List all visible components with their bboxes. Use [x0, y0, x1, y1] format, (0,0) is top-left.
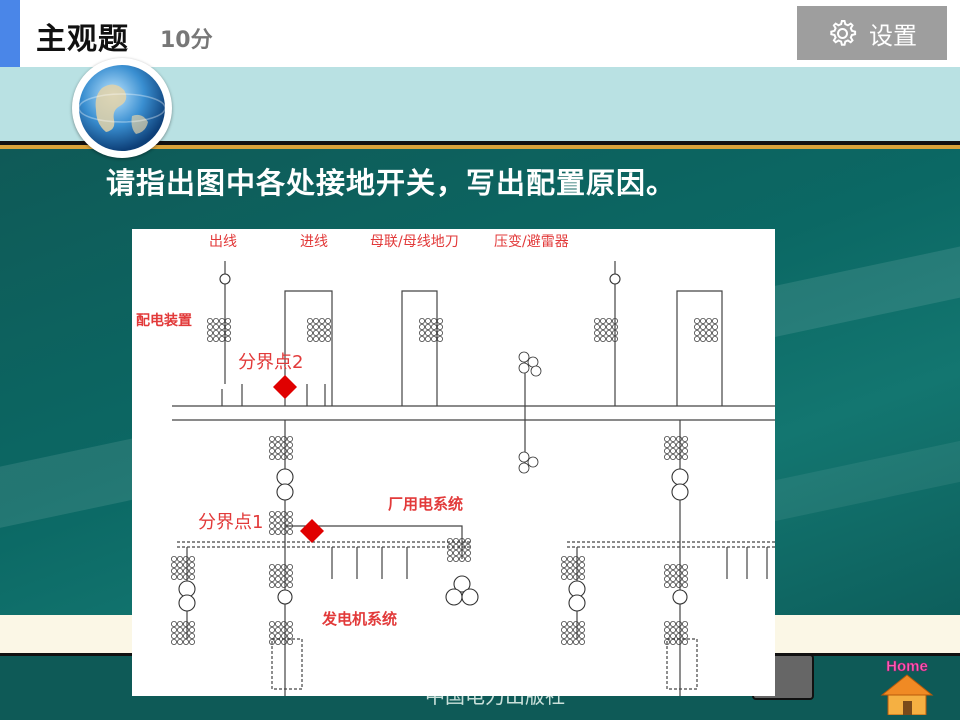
label-station-service: 厂用电系统	[388, 495, 464, 513]
header-accent	[0, 0, 20, 67]
current-transformer-icon	[207, 318, 232, 343]
label-bus-tie: 母联/母线地刀	[370, 234, 459, 250]
current-transformer-icon	[446, 537, 471, 562]
current-transformer-icon	[560, 620, 585, 645]
current-transformer-icon	[268, 510, 293, 535]
question-score: 10分	[160, 28, 213, 53]
current-transformer-icon	[268, 435, 293, 460]
current-transformer-icon	[171, 555, 196, 580]
current-transformer-icon	[268, 620, 293, 645]
current-transformer-icon	[171, 620, 196, 645]
current-transformer-icon	[268, 563, 293, 588]
home-label: Home	[886, 658, 928, 675]
settings-label: 设置	[869, 21, 917, 50]
globe-icon	[72, 58, 172, 158]
gear-icon	[830, 20, 857, 46]
slide-divider-gold	[0, 145, 960, 149]
current-transformer-icon	[560, 555, 585, 580]
question-text: 请指出图中各处接地开关，写出配置原因。	[106, 166, 677, 200]
wiring-diagram-drawing	[171, 261, 775, 696]
slide-divider-dark	[0, 141, 960, 145]
current-transformer-icon	[664, 563, 689, 588]
label-incoming-line: 进线	[300, 234, 328, 250]
label-pt-arrester: 压变/避雷器	[494, 234, 569, 250]
current-transformer-icon	[418, 318, 443, 343]
current-transformer-icon	[593, 318, 618, 343]
settings-button[interactable]: 设置	[797, 6, 947, 60]
question-type-title: 主观题	[36, 22, 129, 57]
label-boundary-1: 分界点1	[198, 512, 264, 533]
home-icon: Home	[880, 658, 934, 716]
current-transformer-icon	[664, 620, 689, 645]
current-transformer-icon	[664, 435, 689, 460]
header-bar: 主观题 10分 设置	[0, 0, 960, 67]
current-transformer-icon	[694, 318, 719, 343]
current-transformer-icon	[306, 318, 331, 343]
label-distribution-device: 配电装置	[136, 313, 192, 329]
boundary-marker-1	[300, 519, 324, 543]
home-button[interactable]: Home	[876, 655, 938, 716]
boundary-marker-2	[273, 375, 297, 399]
label-boundary-2: 分界点2	[238, 352, 304, 373]
label-generator-system: 发电机系统	[322, 610, 398, 628]
wiring-diagram: 出线 进线 母联/母线地刀 压变/避雷器 配电装置 分界点2 分界点1 厂用电系…	[132, 229, 775, 696]
label-outgoing-line: 出线	[209, 234, 237, 250]
